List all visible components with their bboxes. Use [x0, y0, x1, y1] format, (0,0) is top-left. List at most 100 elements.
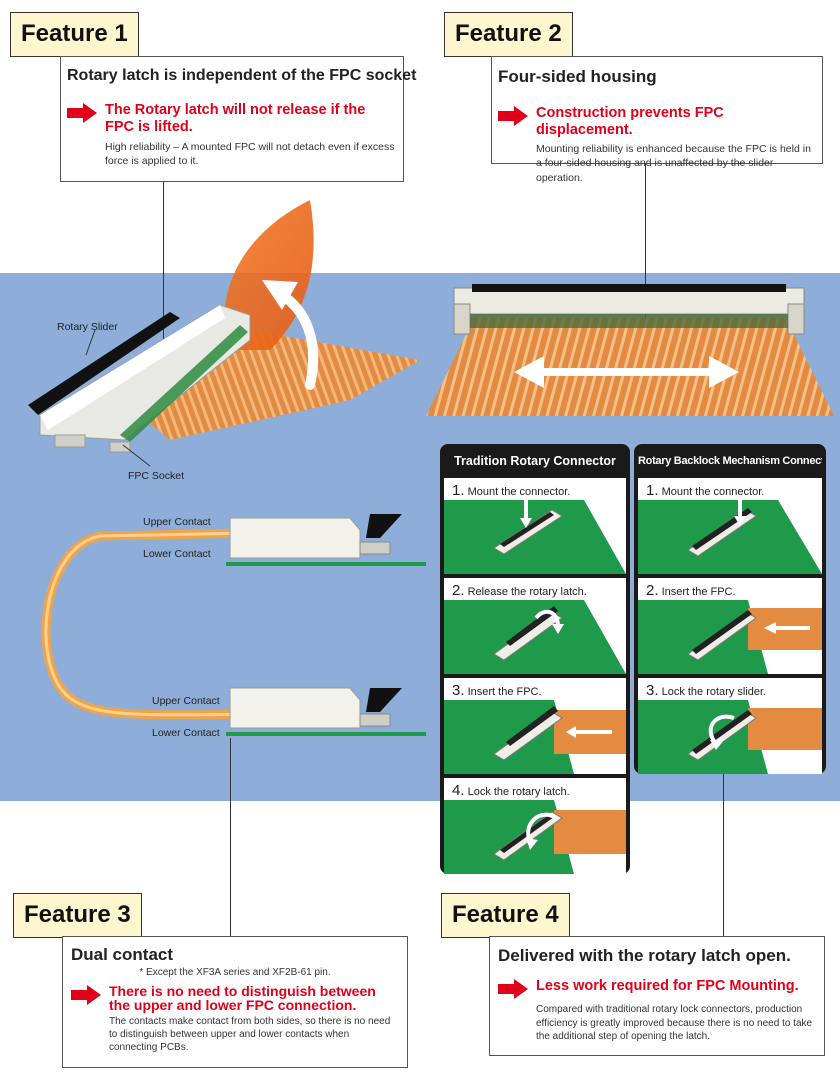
traditional-step-3: 3. Insert the FPC. — [444, 678, 626, 774]
rotate-arrow-icon — [526, 838, 538, 850]
fpc-cable — [426, 318, 834, 416]
step-illustration — [638, 500, 822, 574]
connector-foot — [109, 441, 131, 453]
rotary-slider-label: Rotary Slider — [57, 321, 118, 333]
rotary-slider-leader — [85, 329, 96, 356]
red-arrow-icon — [67, 103, 97, 123]
dual-contact-illustration — [41, 514, 426, 736]
traditional-step-4: 4. Lock the rotary latch. — [444, 778, 626, 874]
backlock-step-3: 3. Lock the rotary slider. — [638, 678, 822, 774]
feature-2-title: Four-sided housing — [498, 67, 657, 86]
step-illustration — [444, 700, 626, 774]
feature-3-tag: Feature 3 — [13, 893, 142, 938]
step-label: 4. Lock the rotary latch. — [452, 782, 570, 799]
slider-upper — [366, 514, 402, 538]
feature-4-title: Delivered with the rotary latch open. — [498, 946, 791, 965]
lift-arrow-icon — [277, 290, 319, 390]
feature-4-highlight-row: Less work required for FPC Mounting. — [498, 978, 816, 999]
step-label: 2. Insert the FPC. — [646, 582, 736, 599]
feature-4-box: Delivered with the rotary latch open. Le… — [489, 936, 825, 1056]
arrow-right-icon — [709, 356, 739, 388]
step-illustration — [638, 600, 822, 674]
feature-2-highlight: Construction prevents FPC displacement. — [536, 105, 724, 139]
feature-3-highlight-row: There is no need to distinguish between … — [71, 982, 399, 1014]
down-arrow-icon — [734, 516, 746, 526]
lower-contact-label-2: Lower Contact — [152, 727, 220, 739]
left-arrow-icon — [566, 726, 576, 738]
feature-3-highlight: There is no need to distinguish between … — [109, 982, 376, 1014]
fpc-socket-label: FPC Socket — [128, 470, 185, 482]
feature-2-description: Mounting reliability is enhanced because… — [536, 143, 811, 184]
fpc-socket-leader — [122, 444, 151, 467]
pcb-board-upper — [226, 562, 426, 566]
step-label: 3. Lock the rotary slider. — [646, 682, 767, 699]
slider-lower — [366, 688, 402, 712]
connector-upper-latch — [359, 541, 391, 555]
step-illustration — [444, 600, 626, 674]
upper-contact-label-2: Upper Contact — [152, 695, 220, 707]
step-label: 1. Mount the connector. — [646, 482, 765, 499]
feature-3-title: Dual contact — [71, 945, 174, 964]
feature-2-leader-line — [645, 164, 646, 322]
arrow-left-icon — [514, 356, 544, 388]
connector-top-face — [40, 305, 225, 430]
pcb-board-lower — [226, 732, 426, 736]
backlock-panel-title: Rotary Backlock Mechanism Connector — [638, 455, 822, 467]
connector-lower-latch — [359, 713, 391, 727]
feature-2-tag: Feature 2 — [444, 12, 573, 57]
connector-foot — [54, 434, 86, 448]
rotary-slider-bar — [28, 312, 180, 415]
fpc-socket-slot — [120, 325, 248, 442]
feature-3-box: Dual contact * Except the XF3A series an… — [62, 936, 408, 1068]
step-label: 2. Release the rotary latch. — [452, 582, 587, 599]
left-arrow-icon — [764, 622, 776, 634]
connector-lower — [229, 687, 361, 729]
traditional-connector-panel: Tradition Rotary Connector 1. Mount the … — [440, 444, 630, 874]
feature-4-tag: Feature 4 — [441, 893, 570, 938]
feature-1-highlight-row: The Rotary latch will not release if the… — [67, 102, 395, 136]
backlock-step-1: 1. Mount the connector. — [638, 478, 822, 574]
feature-1-tag: Feature 1 — [10, 12, 139, 57]
red-arrow-icon — [498, 979, 528, 999]
backlock-step-2: 2. Insert the FPC. — [638, 578, 822, 674]
four-sided-housing-illustration — [426, 284, 834, 416]
lift-arrowhead-icon — [262, 280, 298, 310]
traditional-step-2: 2. Release the rotary latch. — [444, 578, 626, 674]
connector-upper — [229, 517, 361, 559]
housing-inner — [470, 314, 788, 328]
fpc-loop-highlight — [44, 530, 299, 717]
feature-4-description: Compared with traditional rotary lock co… — [536, 1004, 813, 1042]
step-illustration — [638, 700, 822, 774]
backlock-connector-panel: Rotary Backlock Mechanism Connector 1. M… — [634, 444, 826, 774]
traditional-panel-title: Tradition Rotary Connector — [454, 454, 616, 468]
lower-contact-label-1: Lower Contact — [143, 548, 211, 560]
housing-side-right — [787, 303, 805, 335]
rotate-arrow-icon — [552, 624, 564, 634]
feature-3-description: The contacts make contact from both side… — [109, 1015, 391, 1053]
feature-1-title: Rotary latch is independent of the FPC s… — [67, 67, 417, 84]
upper-contact-label-1: Upper Contact — [143, 516, 211, 528]
fpc-cable-lifted — [223, 200, 314, 350]
step-label: 3. Insert the FPC. — [452, 682, 542, 699]
feature-1-highlight: The Rotary latch will not release if the… — [105, 102, 366, 136]
red-arrow-icon — [71, 984, 101, 1005]
feature-4-leader-line — [723, 774, 724, 938]
red-arrow-icon — [498, 106, 528, 126]
step-label: 1. Mount the connector. — [452, 482, 571, 499]
down-arrow-icon — [520, 518, 532, 528]
feature-1-description: High reliability – A mounted FPC will no… — [105, 141, 395, 168]
feature-3-note: * Except the XF3A series and XF2B-61 pin… — [139, 967, 331, 978]
feature-1-leader-line — [163, 182, 164, 352]
housing-body — [453, 287, 805, 315]
feature-4-highlight: Less work required for FPC Mounting. — [536, 978, 799, 994]
housing-slider — [472, 284, 786, 292]
rotate-arrow-icon — [710, 740, 724, 750]
rotary-latch-illustration — [28, 200, 420, 467]
feature-2-highlight-row: Construction prevents FPC displacement. — [498, 105, 814, 139]
feature-2-box: Four-sided housing Construction prevents… — [491, 56, 823, 184]
traditional-step-1: 1. Mount the connector. — [444, 478, 626, 574]
feature-1-box: Rotary latch is independent of the FPC s… — [60, 56, 417, 182]
step-illustration — [444, 800, 626, 874]
housing-side-left — [453, 303, 471, 335]
step-illustration — [444, 500, 626, 574]
